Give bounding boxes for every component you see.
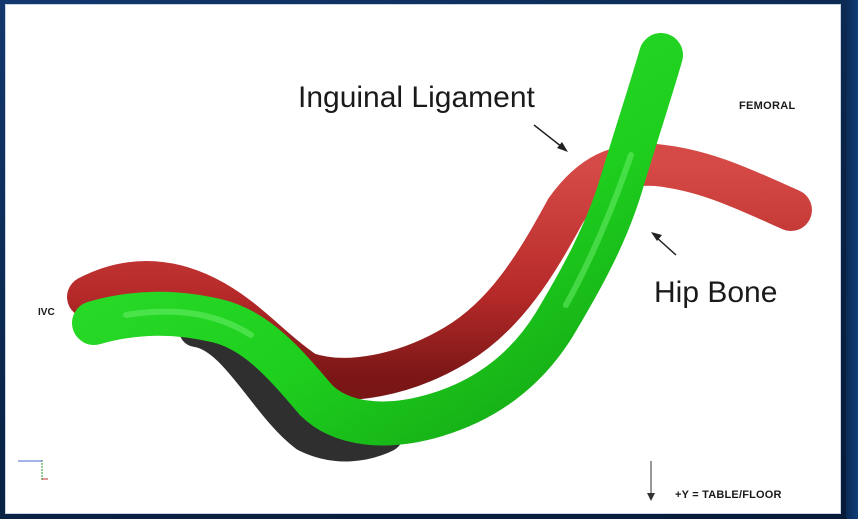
ivc-label: IVC <box>38 307 55 318</box>
render-viewport: Inguinal Ligament Hip Bone FEMORAL IVC +… <box>6 5 840 513</box>
slide-edge <box>846 0 858 519</box>
arrow-down-icon <box>647 461 655 501</box>
axis-note-label: +Y = TABLE/FLOOR <box>675 489 782 501</box>
arrow-down-right-icon <box>534 125 568 152</box>
arrow-up-left-icon <box>651 232 676 255</box>
femoral-label: FEMORAL <box>739 100 795 112</box>
axes-icon <box>18 460 48 480</box>
inguinal-ligament-label: Inguinal Ligament <box>298 81 535 115</box>
hip-bone-label: Hip Bone <box>654 276 777 310</box>
